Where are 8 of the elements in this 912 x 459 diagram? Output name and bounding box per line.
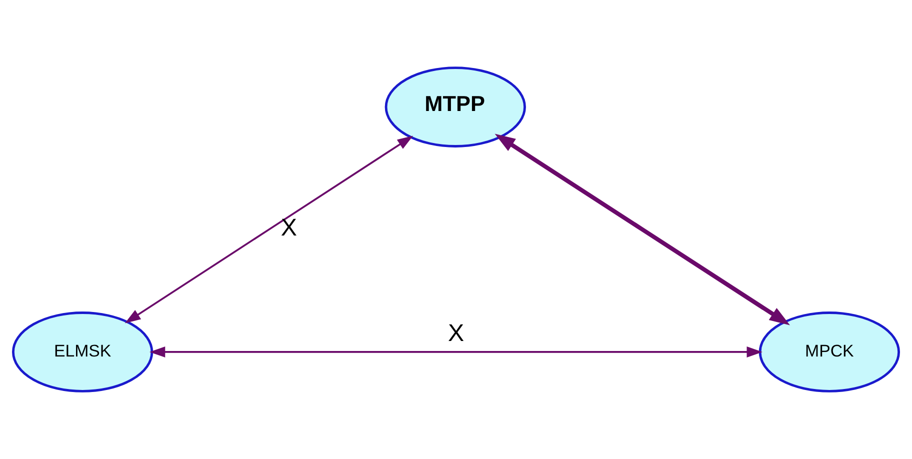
arrow (124, 136, 414, 324)
node-ellipse: MTPP (384, 66, 526, 148)
node-ellipse: MPCK (758, 312, 900, 392)
arrow (494, 134, 790, 326)
arrow (149, 346, 762, 358)
edge-label: X (280, 214, 297, 242)
node-ellipse: ELMSK (12, 312, 154, 392)
edge-label: X (448, 320, 464, 348)
